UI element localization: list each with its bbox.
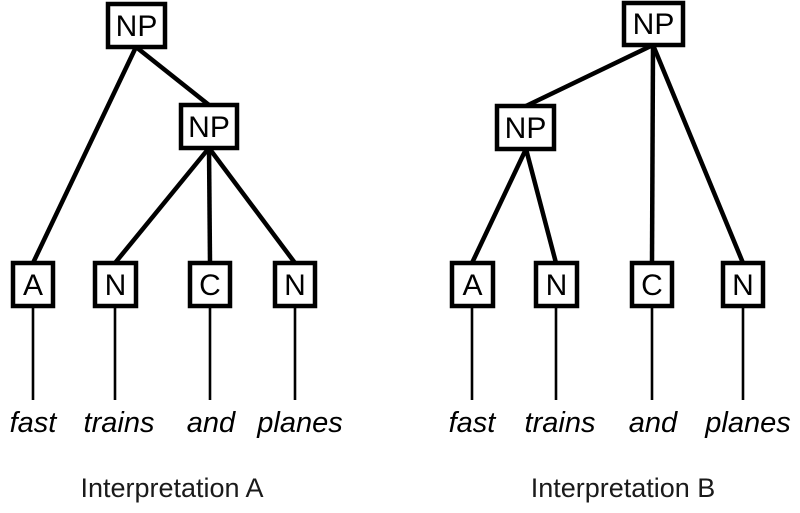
tree-branch bbox=[113, 146, 211, 265]
node-box-rect bbox=[105, 1, 168, 50]
tree-branch bbox=[206, 147, 213, 264]
node-b-pos-n2[interactable]: N bbox=[720, 260, 766, 309]
node-box-rect bbox=[533, 260, 580, 309]
node-box-rect bbox=[621, 0, 686, 48]
node-a-pos-n1[interactable]: N bbox=[92, 260, 139, 309]
node-box-rect bbox=[494, 103, 557, 152]
node-box-rect bbox=[272, 260, 318, 309]
tree-branch bbox=[30, 46, 139, 264]
node-label: A bbox=[462, 269, 482, 302]
tree-branch bbox=[207, 146, 297, 265]
leaf-word: fast bbox=[449, 407, 498, 439]
node-label: NP bbox=[188, 111, 230, 144]
node-b-pos-a[interactable]: A bbox=[449, 260, 496, 309]
node-box-rect bbox=[178, 102, 240, 151]
node-a-pos-a[interactable]: A bbox=[10, 260, 56, 309]
node-a-pos-c[interactable]: C bbox=[187, 260, 233, 309]
node-box-rect bbox=[629, 260, 675, 309]
tree-branch bbox=[469, 148, 529, 264]
node-b-pos-n1[interactable]: N bbox=[533, 260, 580, 309]
tree-branch bbox=[650, 44, 746, 264]
node-label: NP bbox=[116, 10, 158, 43]
leaf-word: and bbox=[187, 407, 236, 439]
node-a-pos-n2[interactable]: N bbox=[272, 260, 318, 309]
node-b-np-mid[interactable]: NP bbox=[494, 103, 557, 152]
node-label: N bbox=[284, 269, 306, 302]
node-box-rect bbox=[10, 260, 56, 309]
node-label: C bbox=[199, 269, 221, 302]
leaf-word: planes bbox=[256, 407, 342, 439]
leaf-word: trains bbox=[525, 407, 596, 439]
tree-branch bbox=[523, 148, 559, 264]
node-a-np-mid[interactable]: NP bbox=[178, 102, 240, 151]
node-label: N bbox=[105, 269, 127, 302]
node-label: A bbox=[23, 269, 43, 302]
node-label: C bbox=[641, 269, 663, 302]
tree-caption: Interpretation A bbox=[80, 473, 263, 503]
node-b-pos-c[interactable]: C bbox=[629, 260, 675, 309]
node-label: NP bbox=[633, 8, 675, 41]
node-a-np-root[interactable]: NP bbox=[105, 1, 168, 50]
tree-branch bbox=[649, 44, 656, 264]
node-label: N bbox=[546, 269, 568, 302]
node-box-rect bbox=[720, 260, 766, 309]
leaf-word: and bbox=[629, 407, 678, 439]
leaf-word: fast bbox=[10, 407, 59, 439]
leaf-word: planes bbox=[704, 407, 790, 439]
node-box-rect bbox=[92, 260, 139, 309]
node-label: N bbox=[732, 269, 754, 302]
tree-branch bbox=[525, 42, 654, 109]
leaf-word: trains bbox=[84, 407, 155, 439]
node-label: NP bbox=[505, 112, 547, 145]
node-box-rect bbox=[449, 260, 496, 309]
node-b-np-root[interactable]: NP bbox=[621, 0, 686, 48]
tree-branch bbox=[134, 45, 211, 107]
node-box-rect bbox=[187, 260, 233, 309]
tree-caption: Interpretation B bbox=[531, 473, 716, 503]
